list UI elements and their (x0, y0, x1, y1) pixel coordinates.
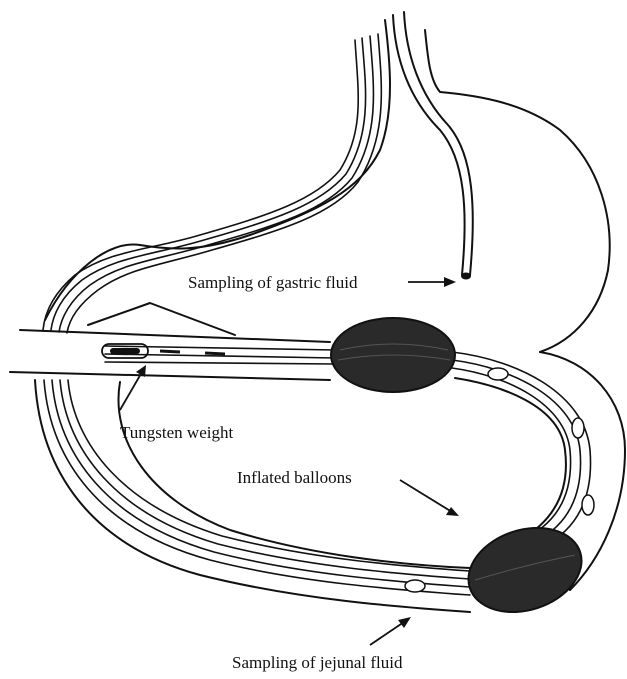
gastric-tube (393, 12, 473, 280)
sampling-port (572, 418, 584, 438)
perfusion-tube (43, 34, 591, 595)
arrow-tungsten (120, 365, 146, 410)
arrow-balloons (400, 480, 459, 516)
label-gastric-sampling: Sampling of gastric fluid (188, 273, 358, 292)
arrow-gastric (408, 277, 456, 287)
sampling-port (488, 368, 508, 380)
gastric-tube-tip (461, 273, 471, 280)
sampling-port (405, 580, 425, 592)
balloon-proximal (331, 318, 455, 392)
label-jejunal-sampling: Sampling of jejunal fluid (232, 653, 403, 672)
label-tungsten-weight: Tungsten weight (120, 423, 233, 442)
label-inflated-balloons: Inflated balloons (237, 468, 352, 487)
stomach-outline (10, 20, 625, 612)
balloon-distal (457, 514, 592, 626)
arrow-jejunal (370, 617, 411, 645)
sampling-port (582, 495, 594, 515)
